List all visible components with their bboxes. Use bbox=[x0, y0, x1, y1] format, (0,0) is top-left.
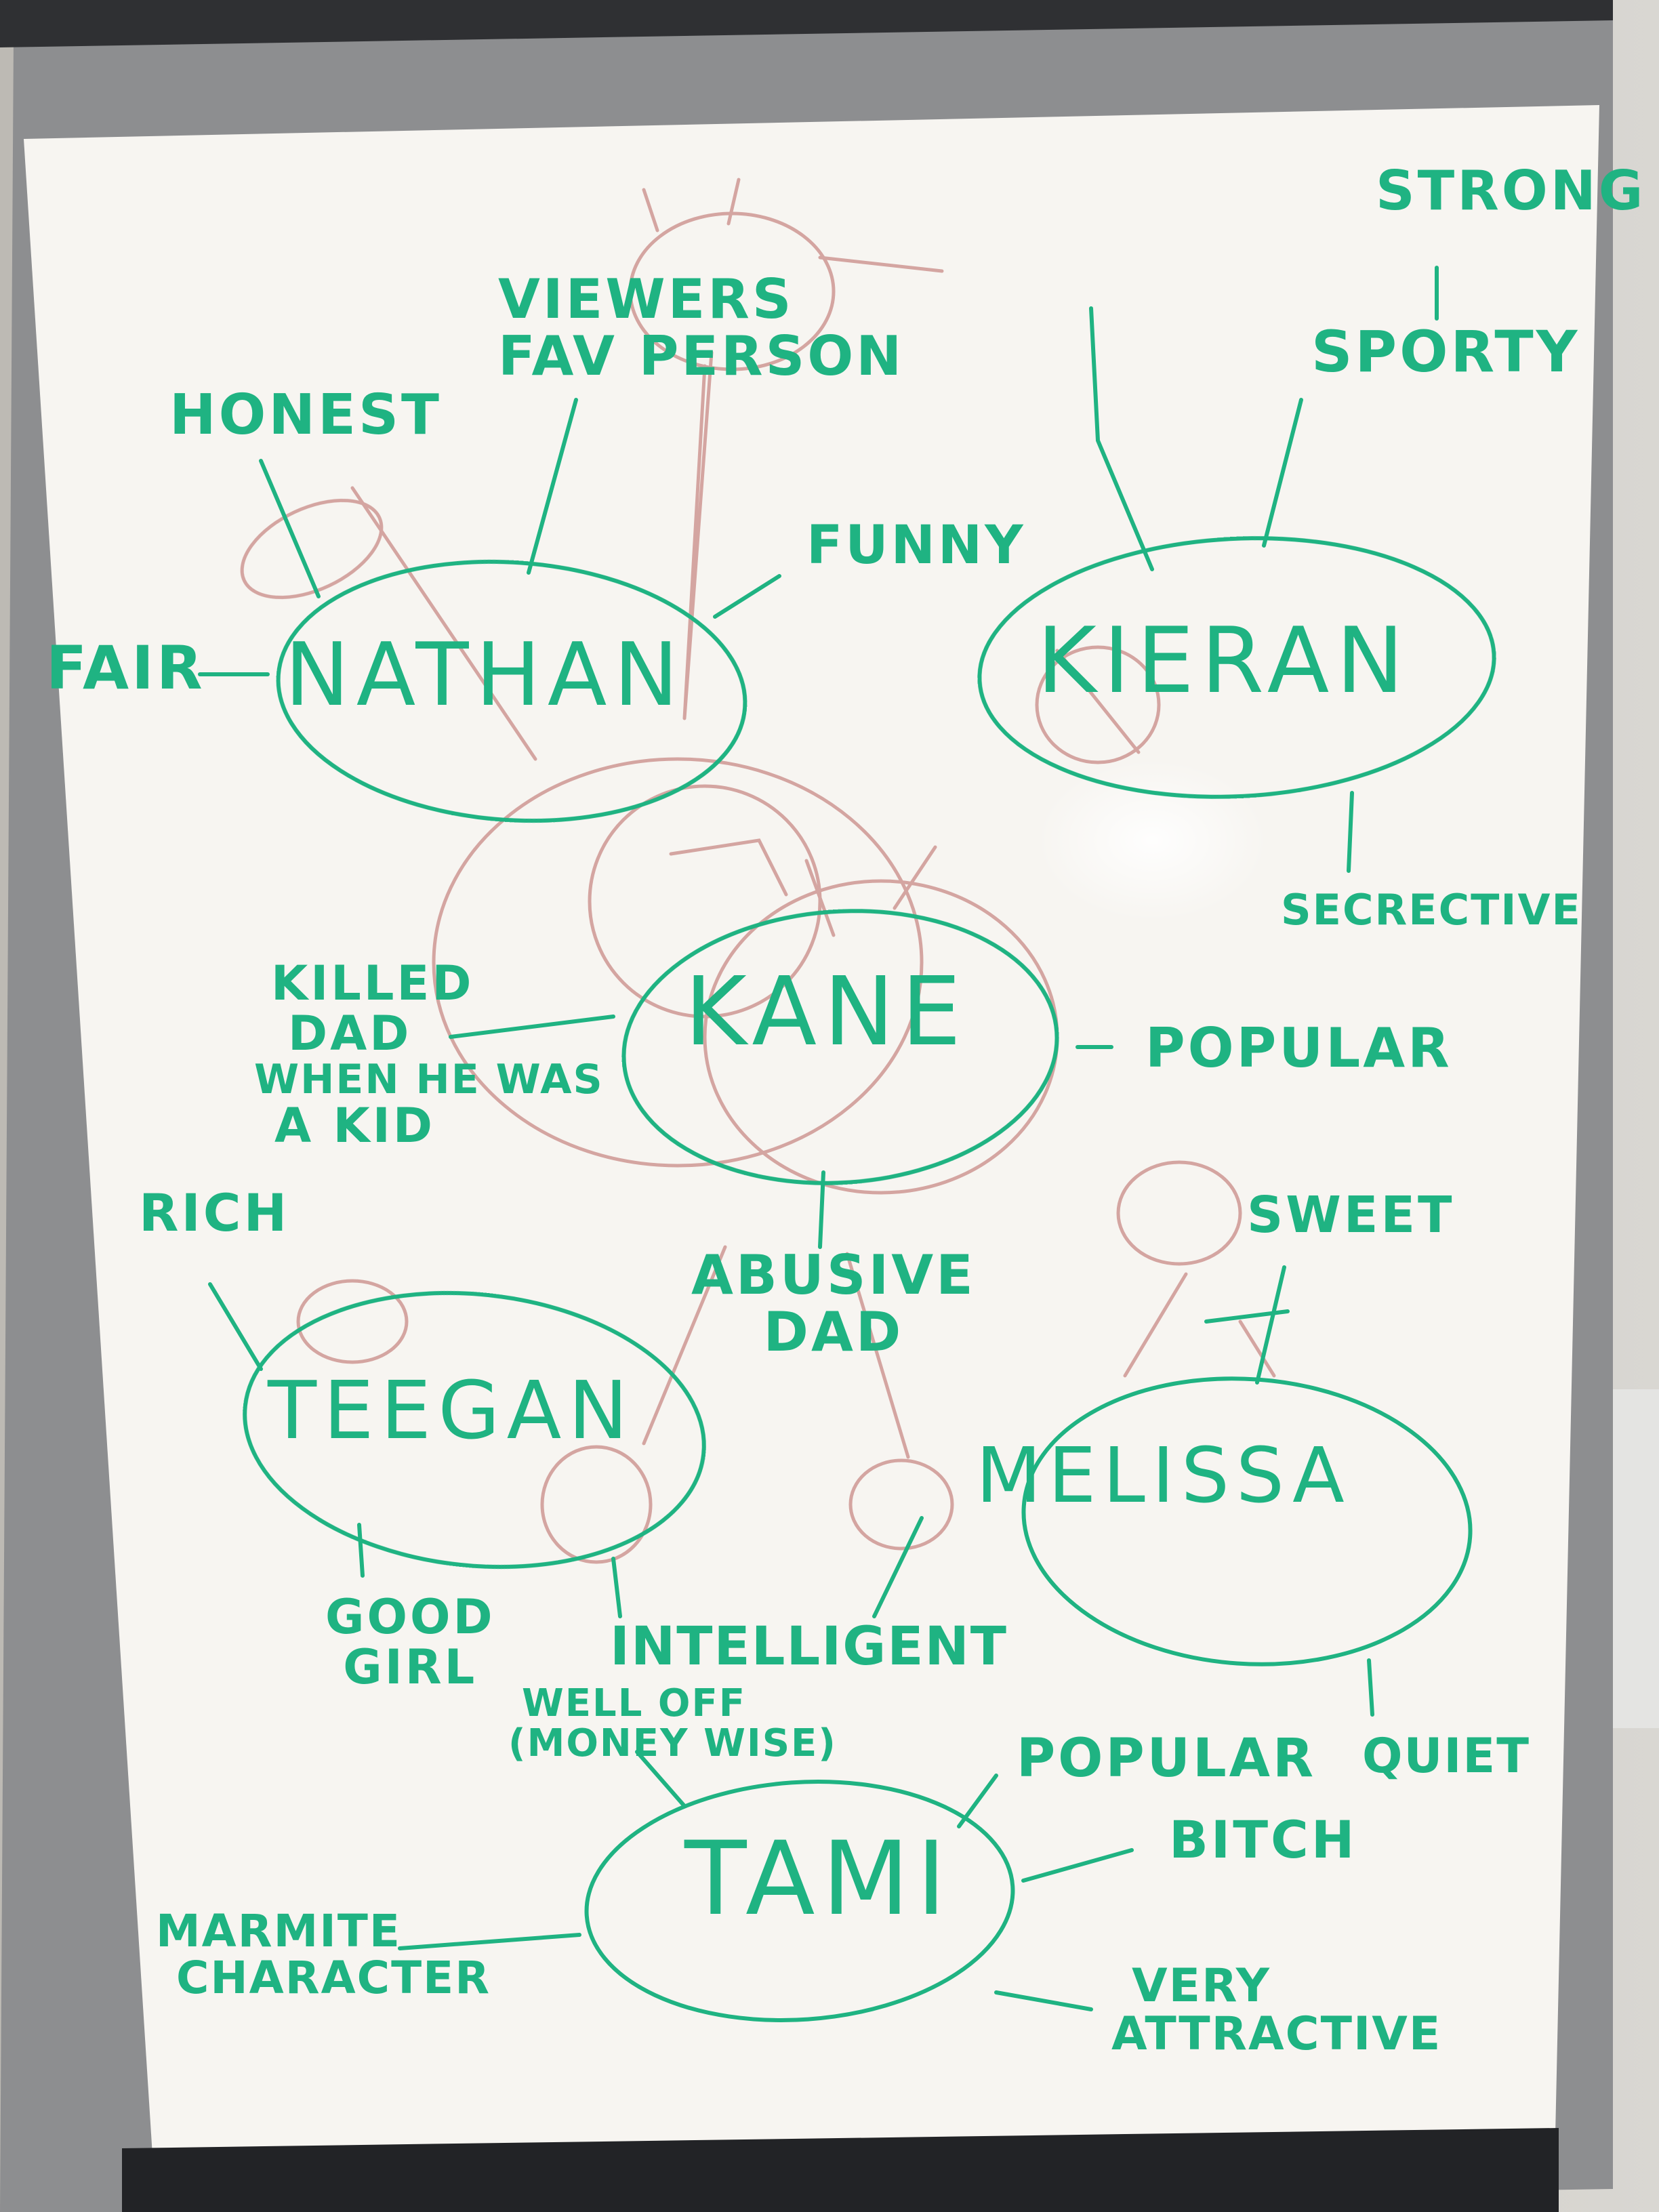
trait-funny: FUNNY bbox=[806, 515, 1026, 576]
name-kieran: KIERAN bbox=[1037, 608, 1411, 714]
trait-intelligent: INTELLIGENT bbox=[610, 1616, 1008, 1677]
trait-line: KILLED bbox=[271, 956, 474, 1011]
trait-line: WHEN HE WAS bbox=[254, 1056, 604, 1103]
trait-line: VIEWERS bbox=[498, 268, 794, 331]
trait-viewers-fav-person: VIEWERS FAV PERSON bbox=[498, 271, 904, 385]
trait-line: A KID bbox=[274, 1098, 435, 1153]
name-nathan: NATHAN bbox=[285, 625, 686, 726]
trait-line: DAD bbox=[288, 1005, 412, 1061]
trait-strong: STRONG bbox=[1376, 159, 1646, 222]
trait-sporty: SPORTY bbox=[1311, 319, 1580, 385]
trait-line: WELL OFF bbox=[522, 1681, 746, 1725]
name-tami: TAMI bbox=[684, 1820, 954, 1938]
light-glare bbox=[1037, 759, 1267, 922]
trait-abusive-dad: ABUSIVE DAD bbox=[691, 1247, 976, 1361]
red-marker-doodles bbox=[240, 178, 1276, 1564]
trait-bitch: BITCH bbox=[1169, 1809, 1357, 1870]
trait-line: GIRL bbox=[343, 1639, 478, 1695]
trait-line: MARMITE bbox=[156, 1905, 401, 1957]
nathan-circle bbox=[276, 559, 747, 823]
trait-popular-tami: POPULAR bbox=[1017, 1728, 1317, 1789]
name-kane: KANE bbox=[684, 957, 968, 1067]
trait-marmite-character: MARMITE CHARACTER bbox=[156, 1908, 491, 2002]
teegan-circle bbox=[243, 1290, 706, 1570]
board-surface bbox=[24, 105, 1599, 2155]
trait-very-attractive: VERY ATTRACTIVE bbox=[1111, 1962, 1441, 2059]
trait-line: (MONEY WISE) bbox=[508, 1721, 837, 1765]
name-teegan: TEEGAN bbox=[268, 1364, 635, 1457]
board-top-tray bbox=[0, 0, 1613, 47]
trait-secretive: SECRECTIVE bbox=[1281, 885, 1582, 935]
trait-honest: HONEST bbox=[169, 383, 442, 447]
trait-rich: RICH bbox=[139, 1183, 290, 1243]
trait-sweet: SWEET bbox=[1247, 1186, 1455, 1244]
trait-line: ABUSIVE bbox=[691, 1244, 976, 1307]
trait-line: ATTRACTIVE bbox=[1111, 2007, 1442, 2062]
trait-well-off: WELL OFF (MONEY WISE) bbox=[508, 1681, 837, 1765]
trait-good-girl: GOOD GIRL bbox=[325, 1589, 495, 1695]
trait-quiet: QUIET bbox=[1362, 1728, 1530, 1784]
connector-lines bbox=[198, 266, 1439, 2011]
trait-line: GOOD bbox=[325, 1589, 495, 1645]
kane-circle bbox=[621, 909, 1059, 1185]
kieran-circle bbox=[977, 536, 1496, 799]
tami-circle bbox=[584, 1780, 1015, 2022]
trait-popular-kane: POPULAR bbox=[1145, 1017, 1452, 1080]
trait-line: DAD bbox=[763, 1300, 904, 1364]
board-bottom-tray bbox=[122, 2128, 1559, 2212]
trait-line: CHARACTER bbox=[176, 1952, 491, 2005]
trait-killed-dad: KILLED DAD WHEN HE WAS A KID bbox=[254, 956, 604, 1153]
trait-line: VERY bbox=[1132, 1959, 1271, 2013]
name-melissa: MELISSA bbox=[976, 1432, 1351, 1520]
trait-line: FAV PERSON bbox=[498, 325, 905, 388]
trait-fair: FAIR bbox=[46, 633, 205, 703]
